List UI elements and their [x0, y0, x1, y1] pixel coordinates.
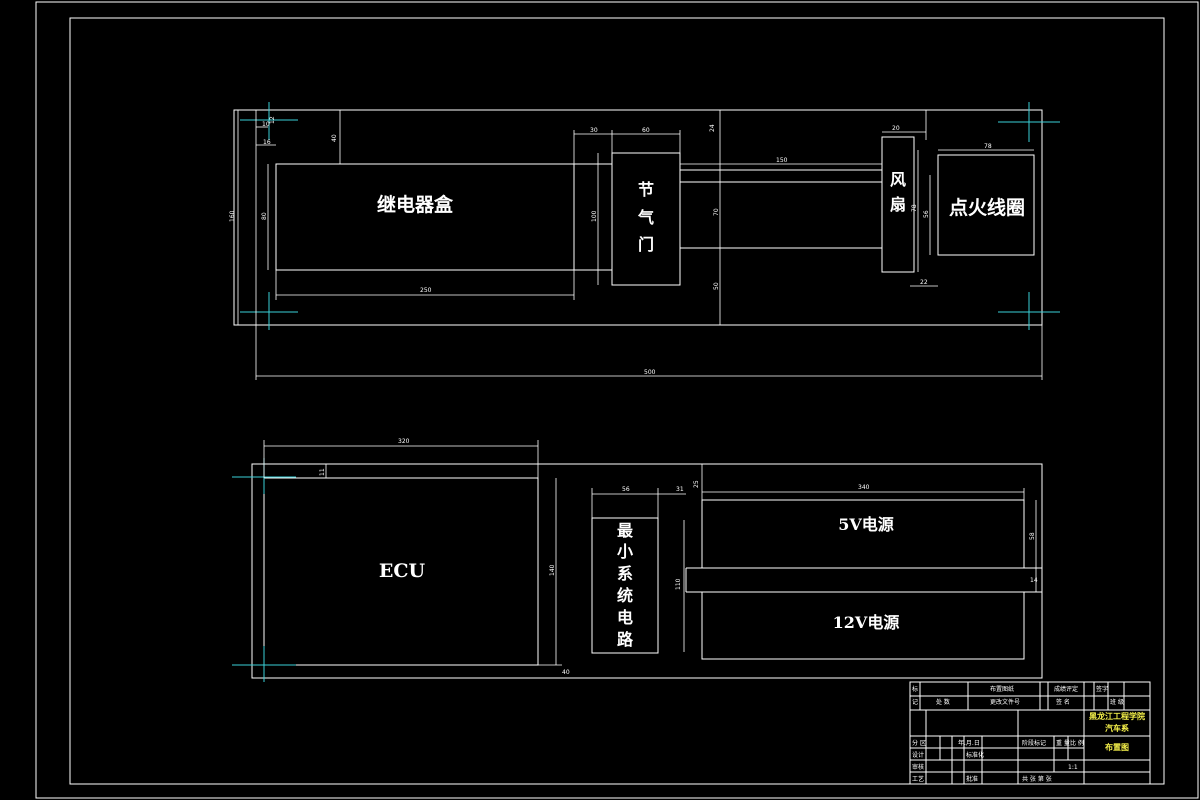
svg-text:20: 20	[892, 125, 900, 132]
title-block-school-1: 黑龙江工程学院	[1089, 711, 1145, 721]
svg-text:56: 56	[622, 486, 630, 493]
svg-text:11: 11	[319, 468, 326, 476]
psu-5v-box	[701, 499, 1025, 569]
svg-text:110: 110	[675, 578, 682, 590]
svg-text:100: 100	[591, 210, 598, 222]
top-mounting-plate	[233, 109, 1043, 326]
fan-box	[881, 136, 915, 273]
ignition-coil-label: 点火线圈	[949, 196, 1025, 219]
svg-text:10: 10	[262, 121, 270, 128]
min-system-label-3: 系	[617, 564, 633, 583]
fan-label-2: 扇	[890, 195, 906, 214]
ecu-label: ECU	[379, 560, 426, 582]
psu-12v-label: 12V电源	[833, 613, 900, 632]
svg-text:审核: 审核	[912, 763, 924, 771]
svg-text:150: 150	[776, 157, 788, 164]
throttle-label-2: 气	[637, 208, 654, 227]
inner-frame	[69, 17, 1165, 785]
svg-text:78: 78	[911, 204, 918, 212]
svg-text:更改文件号: 更改文件号	[990, 698, 1020, 706]
svg-text:24: 24	[709, 124, 716, 132]
svg-text:58: 58	[1029, 532, 1036, 540]
bottom-dimension-lines	[263, 440, 1037, 679]
throttle-label-1: 节	[638, 180, 654, 199]
svg-text:阶段标记: 阶段标记	[1022, 739, 1046, 747]
svg-text:22: 22	[920, 279, 928, 286]
svg-text:500: 500	[644, 369, 656, 376]
fan-label-1: 风	[890, 170, 906, 189]
bottom-dimension-texts: 320 11 140 40 56 31 110 25 340 58 14	[319, 438, 1038, 676]
svg-text:1:1: 1:1	[1068, 764, 1078, 771]
svg-text:布置图纸: 布置图纸	[990, 685, 1014, 693]
svg-text:40: 40	[331, 134, 338, 142]
title-block-school-2: 汽车系	[1105, 723, 1129, 733]
min-system-label-2: 小	[617, 542, 633, 561]
svg-text:签字: 签字	[1096, 685, 1108, 693]
svg-text:班 级: 班 级	[1110, 698, 1124, 706]
mounting-hole-markers	[240, 102, 1060, 330]
svg-text:标: 标	[912, 685, 918, 693]
svg-text:重 量: 重 量	[1056, 739, 1070, 747]
svg-text:工艺: 工艺	[912, 775, 924, 783]
ignition-coil-box	[937, 154, 1035, 256]
svg-text:批准: 批准	[966, 775, 978, 783]
svg-text:12: 12	[269, 116, 276, 124]
psu-5v-label: 5V电源	[838, 515, 894, 534]
min-system-label-6: 路	[617, 630, 634, 649]
svg-text:56: 56	[923, 210, 930, 218]
svg-text:40: 40	[562, 669, 570, 676]
relay-box-label: 继电器盒	[377, 193, 454, 216]
svg-text:年.月.日: 年.月.日	[958, 739, 980, 747]
svg-text:70: 70	[713, 208, 720, 216]
min-system-label-5: 电	[617, 608, 633, 627]
bottom-layout: ECU 最 小 系 统 电 路 5V电源 12V电源	[232, 438, 1043, 682]
svg-text:140: 140	[549, 564, 556, 576]
title-block-drawing-name: 布置图	[1104, 742, 1129, 752]
throttle-box	[611, 152, 681, 286]
svg-text:16: 16	[263, 139, 271, 146]
svg-text:320: 320	[398, 438, 410, 445]
svg-text:成绩评定: 成绩评定	[1054, 685, 1078, 693]
relay-box	[275, 163, 575, 271]
top-dimension-lines	[237, 110, 1043, 380]
svg-text:30: 30	[590, 127, 598, 134]
svg-text:设计: 设计	[912, 751, 924, 759]
min-system-label-1: 最	[617, 521, 634, 540]
outer-frame	[35, 1, 1199, 799]
svg-text:25: 25	[693, 480, 700, 488]
svg-text:60: 60	[642, 127, 650, 134]
svg-text:80: 80	[261, 212, 268, 220]
svg-text:共 张 第 张: 共 张 第 张	[1022, 775, 1052, 783]
svg-text:340: 340	[858, 484, 870, 491]
svg-text:分 区: 分 区	[912, 739, 926, 747]
svg-text:31: 31	[676, 486, 684, 493]
min-system-box	[591, 517, 659, 654]
svg-text:记: 记	[912, 699, 918, 706]
throttle-label-3: 门	[638, 235, 654, 254]
svg-text:处 数: 处 数	[936, 698, 950, 706]
svg-text:签 名: 签 名	[1056, 698, 1070, 706]
title-block: 黑龙江工程学院 汽车系 布置图 标 记 处 数 布置图纸 更改文件号 成绩评定 …	[909, 681, 1151, 785]
min-system-label-4: 统	[617, 586, 633, 605]
svg-text:14: 14	[1030, 577, 1038, 584]
bottom-mounting-plate	[251, 463, 1043, 679]
svg-text:50: 50	[713, 282, 720, 290]
top-dimension-texts: 10 12 16 40 250 30 60 80 100 24 150 70 5…	[229, 116, 992, 376]
ecu-box	[263, 477, 539, 666]
svg-text:比 例: 比 例	[1070, 739, 1084, 747]
svg-text:160: 160	[229, 210, 236, 222]
top-layout: 继电器盒 节 气 门 风 扇 点火线圈	[229, 102, 1060, 380]
svg-text:标准化: 标准化	[966, 751, 984, 759]
svg-text:78: 78	[984, 143, 992, 150]
svg-text:250: 250	[420, 287, 432, 294]
